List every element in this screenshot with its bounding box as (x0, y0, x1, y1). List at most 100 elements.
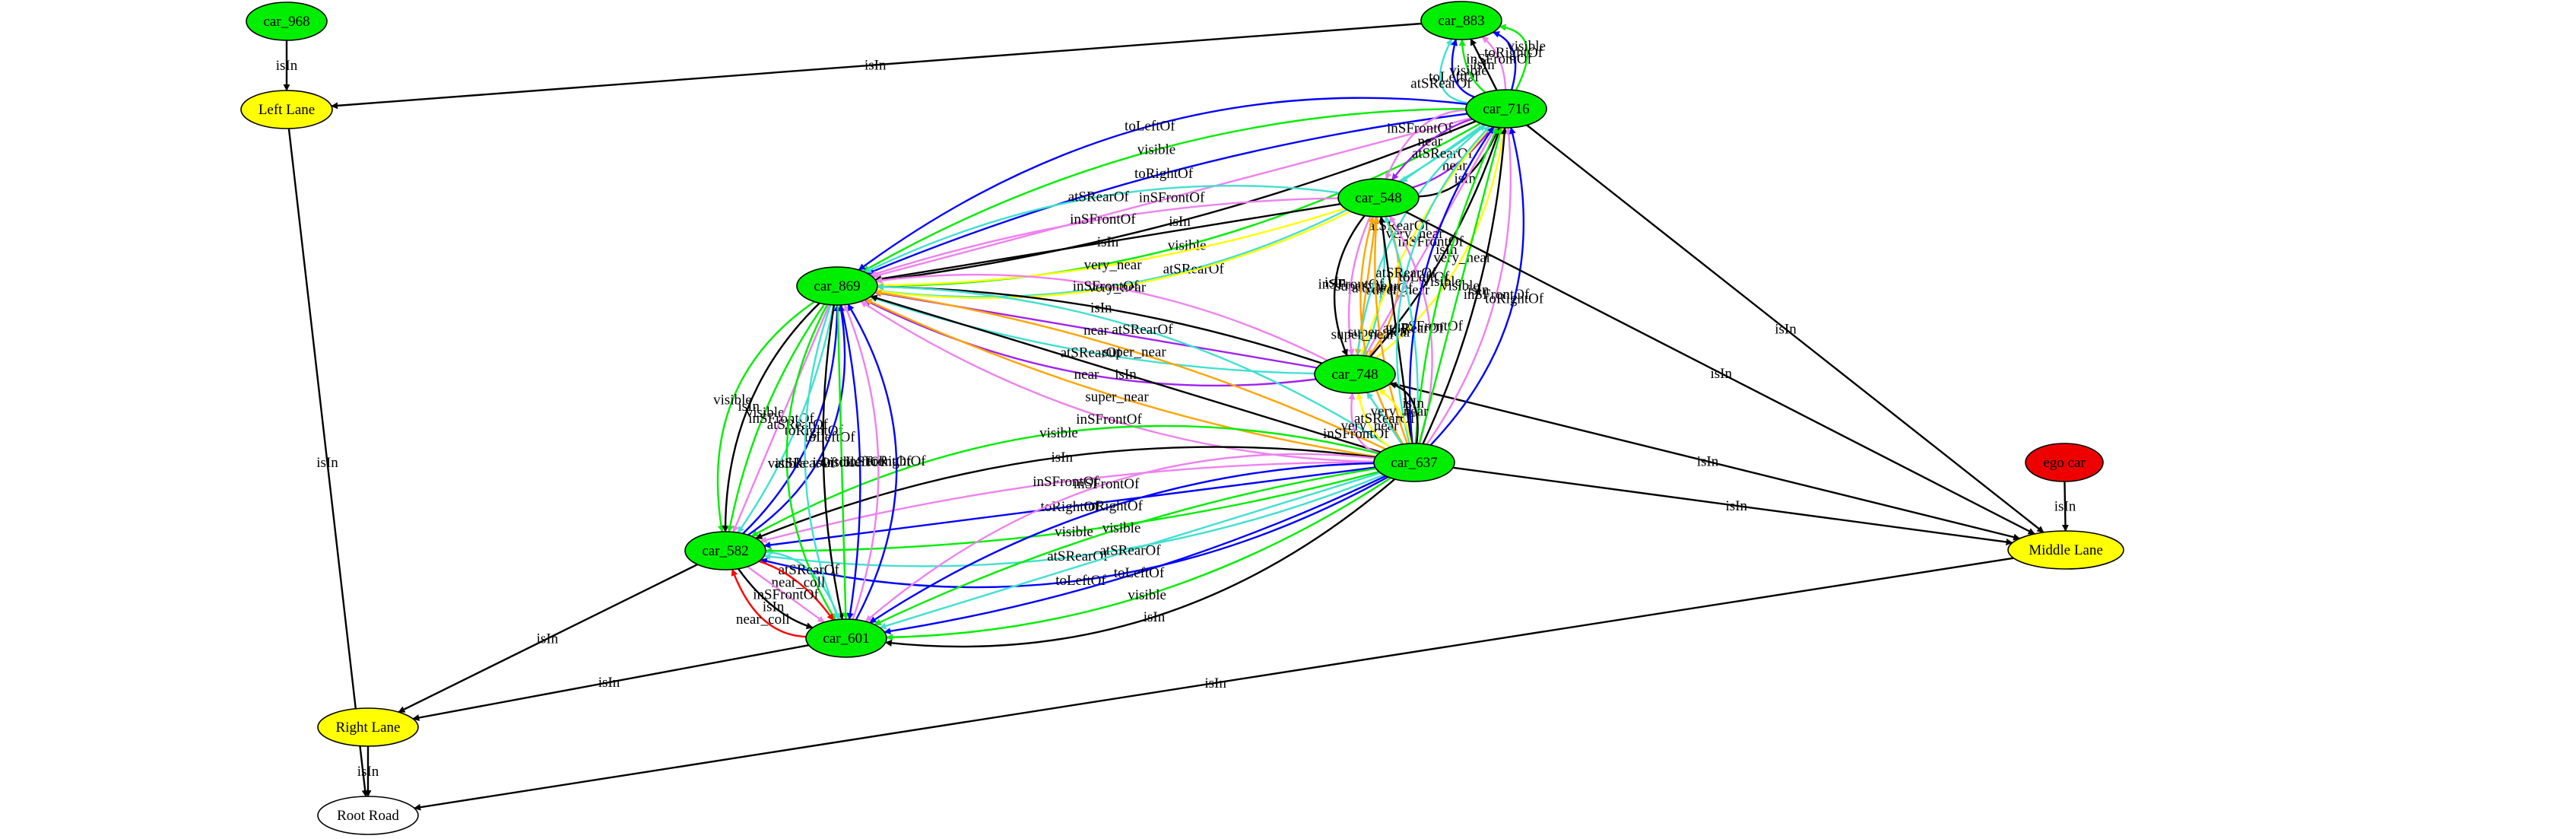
edge-label: super_near (1085, 389, 1149, 405)
edge-label: atSRearOf (1068, 189, 1130, 205)
node-car-582: car_582 (684, 531, 766, 570)
edge-label: isIn (1324, 275, 1347, 291)
edge-label: atSRearOf (1047, 548, 1109, 564)
edge-label: very_near (1084, 257, 1143, 273)
edge-label: toRightOf (1134, 166, 1194, 182)
edge-label: inSFrontOf (1033, 474, 1099, 490)
node-car-968: car_968 (246, 2, 328, 41)
node-car-637: car_637 (1373, 443, 1455, 482)
edge-label: toRightOf (1484, 45, 1543, 61)
edge-label: isIn (357, 764, 379, 780)
edge-label: visible (1449, 63, 1488, 79)
edge-car_637-car_601 (869, 462, 1375, 624)
edge-label: visible (713, 392, 752, 408)
edge-label: isIn (1710, 366, 1732, 382)
edge-car_716-car_869 (875, 120, 1477, 284)
edge-car_716-car_548 (1391, 118, 1473, 181)
edge-car_637-car_716 (1418, 126, 1503, 444)
edge-label: isIn (276, 58, 298, 74)
edge-car_869-car_601 (804, 304, 840, 621)
edge-car_637-car_548 (1378, 216, 1413, 444)
node-label: Right Lane (336, 720, 401, 736)
edge-label: atSRearOf (1099, 543, 1161, 559)
edge-label: toLeftOf (835, 454, 886, 470)
edge-label: isIn (1051, 450, 1073, 466)
edge-car_716-car_883 (1492, 30, 1517, 91)
edge-label: atSRearOf (1375, 265, 1437, 281)
edge-label: isIn (763, 599, 785, 615)
node-label: car_748 (1331, 367, 1378, 383)
edge-label: toLeftOf (1399, 269, 1450, 285)
edge-car_601-car_582 (731, 568, 807, 638)
edge-label: toLeftOf (1429, 69, 1480, 85)
edge-car_716-car_548 (1400, 123, 1484, 183)
edge-car_869-car_582 (737, 304, 835, 534)
edge-label: isIn (738, 399, 760, 415)
edge-car_582-car_601 (738, 568, 814, 630)
edge-car_716-car_869 (871, 117, 1472, 279)
edge-car_548-car_716 (1418, 126, 1500, 198)
node-shape (1314, 354, 1396, 394)
edge-car_883-left_lane (331, 22, 1422, 110)
edge-label: isIn (1169, 214, 1191, 230)
edge-car_716-car_883 (1439, 38, 1468, 104)
edge-car_637-car_748 (1389, 382, 1419, 444)
edge-label: atSRearOf (775, 456, 836, 472)
edge-car_748-car_716 (1375, 127, 1507, 359)
edge-label: near_coll (772, 575, 826, 591)
node-car-716: car_716 (1465, 89, 1547, 129)
edge-car_637-car_582 (763, 466, 1376, 548)
edge-car_548-car_748 (1333, 215, 1366, 357)
edge-car_637-car_716 (1429, 126, 1525, 447)
edge-label: visible (1507, 38, 1546, 54)
node-label: car_716 (1483, 101, 1529, 117)
edge-label: visible (1128, 587, 1166, 603)
edge-car_582-car_601 (758, 560, 834, 621)
edge-label: toLeftOf (1114, 565, 1165, 581)
edge-label: toLeftOf (1055, 573, 1106, 589)
edge-car_548-car_869 (874, 203, 1341, 282)
edge-label: near (1074, 367, 1099, 383)
node-label: Root Road (337, 808, 399, 824)
edge-car_637-car_716 (1414, 126, 1499, 444)
edge-car_637-car_748 (1356, 392, 1391, 448)
edge-label: isIn (1144, 609, 1166, 625)
edge-label: near_coll (736, 612, 790, 628)
edge-label: isIn (598, 675, 620, 691)
edge-label: isIn (813, 455, 835, 471)
edge-label: super_near (1102, 344, 1166, 360)
edge-car_582-car_601 (747, 565, 825, 624)
edge-label: toRightOf (1084, 498, 1144, 514)
edge-layer: isInisInisInatSRearOftoLeftOfvisibleisIn… (276, 22, 2076, 811)
node-shape (1420, 1, 1502, 40)
edge-car_601-right_lane (412, 644, 809, 721)
edge-label: atSRearOf (1112, 322, 1173, 338)
node-label: Middle Lane (2029, 542, 2103, 558)
edge-label: isIn (1725, 498, 1747, 514)
edge-label: isIn (1204, 675, 1226, 691)
edge-label: inSFrontOf (1387, 121, 1453, 137)
node-label: car_968 (263, 14, 309, 30)
edge-label: isIn (1775, 322, 1797, 338)
edge-label: isIn (864, 57, 887, 73)
edge-car_716-car_869 (867, 113, 1468, 275)
node-shape (796, 266, 878, 306)
edge-label: isIn (1473, 57, 1495, 73)
edge-car_582-car_869 (747, 304, 846, 536)
edge-car_869-car_582 (726, 304, 826, 532)
edge-car_869-car_582 (732, 304, 830, 533)
edge-car_637-car_748 (1378, 389, 1412, 444)
node-shape (2007, 530, 2124, 570)
edge-car_716-car_548 (1385, 109, 1467, 180)
edge-label: inSFrontOf (1076, 412, 1142, 427)
node-car-601: car_601 (805, 618, 887, 658)
edge-car_748-car_716 (1364, 126, 1497, 357)
edge-label: visible (1055, 524, 1093, 540)
edge-car_582-car_601 (765, 551, 841, 621)
edge-car_548-car_869 (875, 210, 1351, 300)
edge-car_748-car_716 (1369, 126, 1502, 358)
edge-car_548-car_869 (864, 184, 1340, 274)
edge-car_637-car_601 (874, 467, 1376, 626)
edge-label: isIn (1402, 396, 1424, 412)
